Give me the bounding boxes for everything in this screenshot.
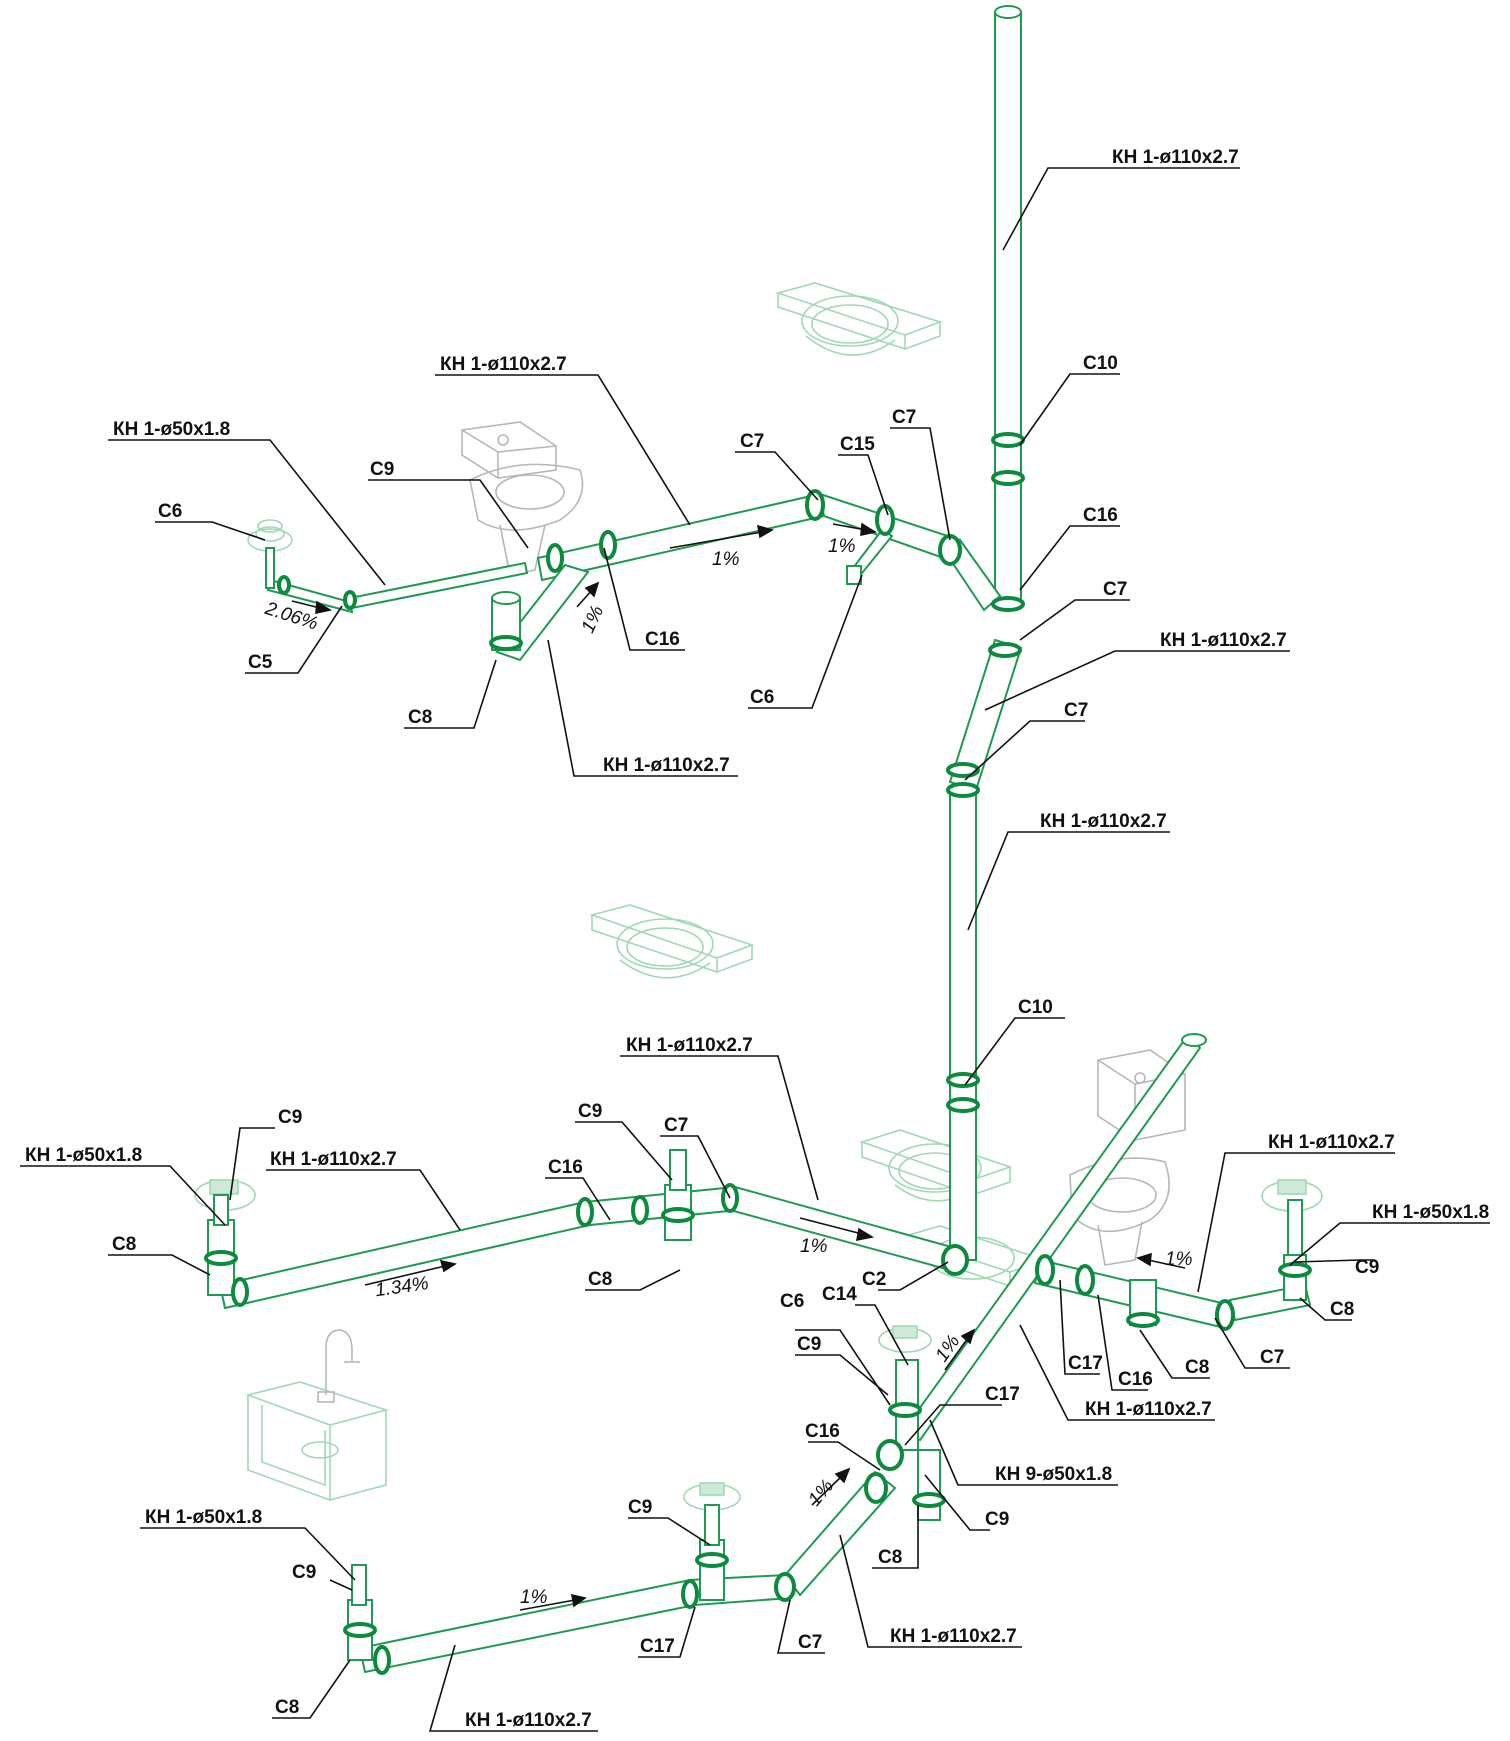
label-low-c2: С2: [862, 1269, 886, 1290]
label-c14: С14: [822, 1284, 857, 1305]
diagonal-pipe: [902, 1033, 1207, 1442]
riser-pipe-top: [994, 5, 1022, 603]
slope-upper-1pct-b: 1%: [828, 536, 856, 557]
label-right-pipe50: КН 1-ø50х1.8: [1372, 1202, 1489, 1223]
riser-pipe-lower: [949, 789, 977, 1261]
washbasin-icon-upper: [775, 282, 943, 356]
label-c7-riser1: С7: [1103, 579, 1127, 600]
label-right-c9: С9: [1355, 1257, 1379, 1278]
bottom-main-pipe: [347, 1470, 897, 1674]
label-upper-c5: С5: [248, 652, 273, 673]
label-bottom-c17: С17: [640, 1636, 675, 1657]
slope-labels: 1% 1% 1% 2.06% 1.34% 1% 1% 1% 1% 1%: [262, 536, 1193, 1608]
label-right-c8a: С8: [1330, 1299, 1354, 1320]
label-upper-c7: С7: [740, 431, 764, 452]
slope-low-134: 1.34%: [374, 1273, 430, 1301]
label-c10-top: С10: [1083, 353, 1118, 374]
slope-bottom-1pct-b: 1%: [520, 1587, 548, 1608]
slope-right-1pct: 1%: [1165, 1249, 1193, 1270]
slope-arrows: [291, 522, 1186, 1611]
label-right-c7: С7: [1260, 1347, 1284, 1368]
washbasin-icon-lower: [859, 1129, 1013, 1202]
label-upper-c7b: С7: [892, 407, 916, 428]
slope-upper-1pct-a: 1%: [712, 549, 740, 570]
label-riser-top: КН 1-ø110х2.7: [1112, 147, 1239, 168]
slope-bottom-1pct-a: 1%: [804, 1476, 838, 1511]
sink-icon: [245, 1381, 389, 1502]
label-low-c9-a: С9: [278, 1107, 302, 1128]
label-upper-c16: С16: [645, 629, 680, 650]
upper-left-50-pipe: [265, 547, 529, 614]
label-bottom-c9-b: С9: [628, 1497, 652, 1518]
label-right-c17: С17: [1068, 1353, 1103, 1374]
leader-lines: [20, 167, 1490, 1732]
label-bottom-c9: С9: [292, 1562, 316, 1583]
pipe-joints: [204, 432, 1312, 1675]
label-low-c9-b: С9: [578, 1101, 602, 1122]
label-c16-top: С16: [1083, 505, 1118, 526]
label-low-left-main: КН 1-ø110х2.7: [270, 1149, 397, 1170]
label-upper-c9: С9: [370, 459, 394, 480]
label-right-c16: С16: [1118, 1369, 1153, 1390]
label-kn9: КН 9-ø50х1.8: [995, 1464, 1112, 1485]
label-c16-mid: С16: [805, 1421, 840, 1442]
label-low-c8-mid: С8: [588, 1269, 612, 1290]
label-low-main: КН 1-ø110х2.7: [626, 1035, 753, 1056]
slope-upper-206: 2.06%: [262, 598, 321, 635]
component-labels: КН 1-ø110х2.7 С10 С16 С7 КН 1-ø110х2.7 С…: [25, 147, 1489, 1731]
label-bottom-main: КН 1-ø110х2.7: [465, 1710, 592, 1731]
floor-drain-icon-upper: [247, 519, 293, 552]
label-c9-mid2: С9: [985, 1509, 1009, 1530]
label-bottom-pipe50: КН 1-ø50х1.8: [145, 1507, 262, 1528]
label-bottom-c8: С8: [275, 1697, 299, 1718]
lower-left-main-pipe: [207, 1149, 740, 1310]
label-c7-bottom: С7: [798, 1632, 822, 1653]
label-upper-c15: С15: [840, 434, 875, 455]
label-c8-mid2: С8: [878, 1547, 902, 1568]
slope-low-1pct: 1%: [800, 1236, 828, 1257]
label-c7-riser2: С7: [1064, 700, 1088, 721]
label-upper-main: КН 1-ø110х2.7: [440, 354, 567, 375]
label-c10-low: С10: [1018, 997, 1053, 1018]
label-bottom-main2: КН 1-ø110х2.7: [890, 1626, 1017, 1647]
label-riser-low: КН 1-ø110х2.7: [1040, 811, 1167, 832]
label-low-c16-a: С16: [548, 1157, 583, 1178]
slope-upper-1pct-c: 1%: [578, 603, 609, 637]
label-upper-c6-left: С6: [158, 501, 182, 522]
label-upper-branch: КН 1-ø110х2.7: [603, 755, 730, 776]
label-low-c7-a: С7: [664, 1115, 688, 1136]
label-right-c8b: С8: [1185, 1357, 1209, 1378]
faucet-icon: [317, 1329, 360, 1403]
toilet-icon-upper: [461, 421, 584, 576]
label-low-c8-left: С8: [112, 1234, 136, 1255]
label-low-left-pipe: КН 1-ø50х1.8: [25, 1145, 142, 1166]
label-riser-mid: КН 1-ø110х2.7: [1160, 630, 1287, 651]
label-upper-left-pipe: КН 1-ø50х1.8: [113, 419, 230, 440]
label-upper-c6-mid: С6: [750, 687, 774, 708]
label-right-main: КН 1-ø110х2.7: [1268, 1132, 1395, 1153]
label-right-diag: КН 1-ø110х2.7: [1085, 1399, 1212, 1420]
label-c17-mid: С17: [985, 1384, 1020, 1405]
label-c9-mid: С9: [797, 1334, 821, 1355]
label-c6-mid: С6: [780, 1291, 804, 1312]
floor-drain-icon-mid: [878, 1325, 932, 1353]
upper-c6-pipe: [846, 528, 894, 585]
washbasin-icon-middle: [589, 904, 755, 979]
label-upper-c8: С8: [408, 707, 432, 728]
